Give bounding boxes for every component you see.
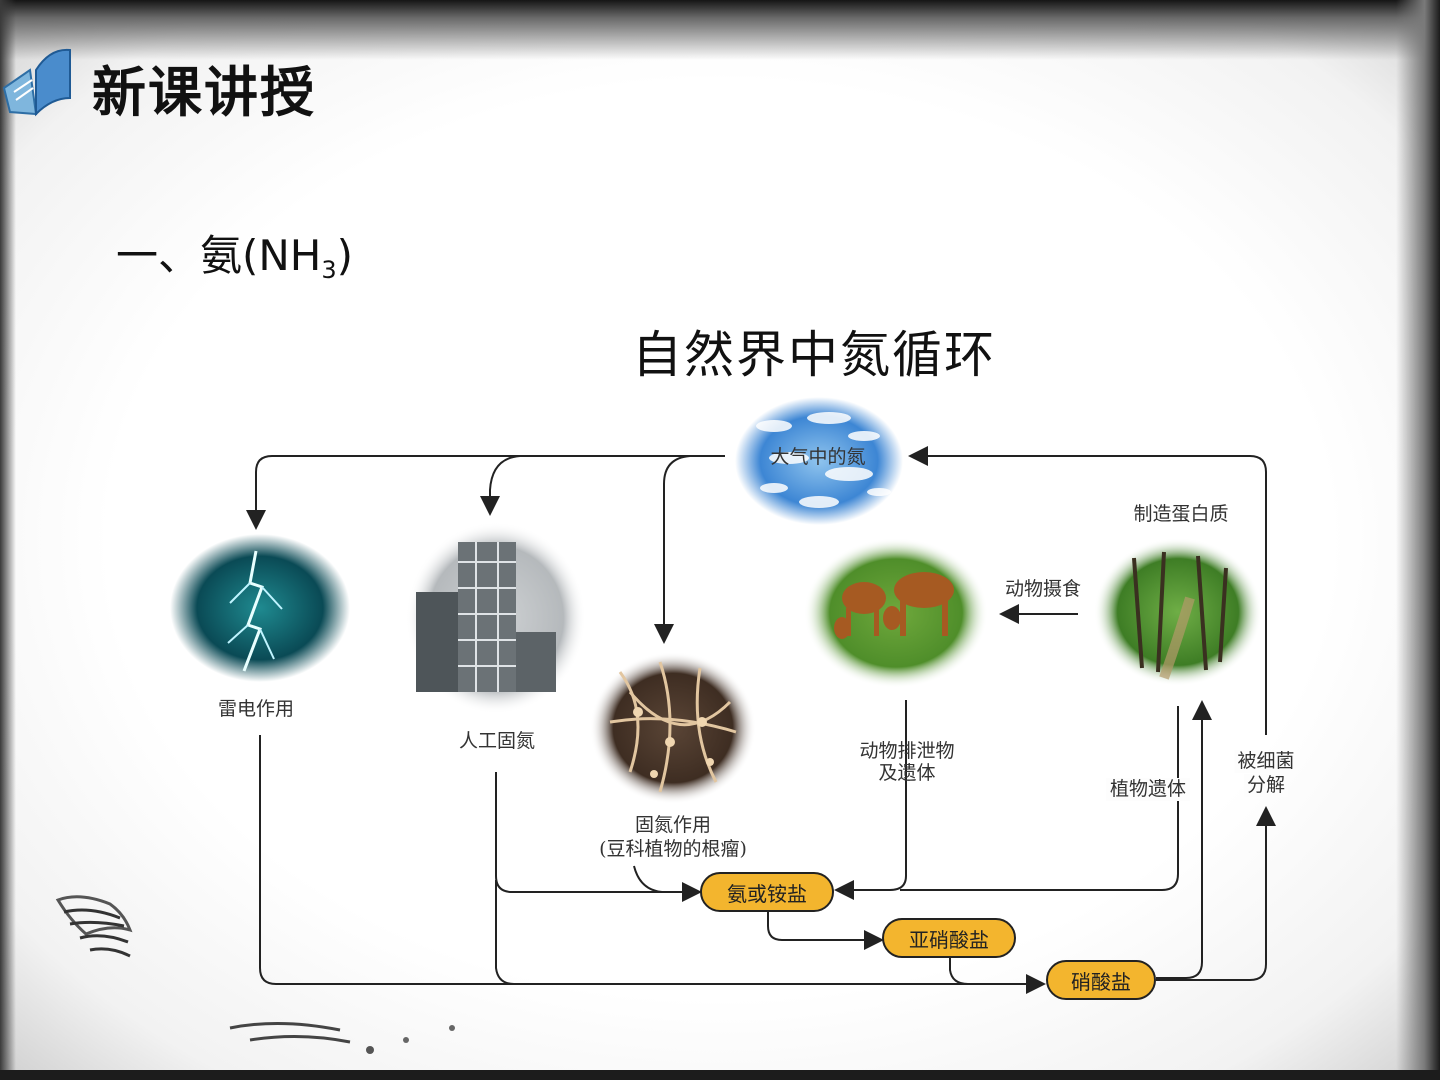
nitrite-pill: 亚硝酸盐 (882, 918, 1016, 958)
section-heading: 一、氨(NH3) (116, 231, 354, 284)
bacteria-label-line2: 分解 (1243, 774, 1289, 797)
atmosphere-label: 大气中的氮 (770, 446, 866, 468)
header-title: 新课讲授 (92, 61, 316, 124)
decorative-sketch (55, 895, 455, 1054)
lightning-label: 雷电作用 (217, 698, 295, 720)
nodules-label-line2: (豆科植物的根瘤) (599, 838, 747, 860)
slide-top-shadow (0, 0, 1440, 60)
make-protein-label: 制造蛋白质 (1133, 503, 1229, 525)
nodules-label-line1: 固氮作用 (634, 814, 712, 836)
industrial-label: 人工固氮 (458, 730, 536, 752)
animal-waste-label-line2: 及遗体 (878, 762, 936, 784)
lightning-photo (170, 534, 350, 682)
cows-photo (804, 538, 988, 688)
nitrate-pill: 硝酸盐 (1046, 960, 1156, 1000)
slide-right-shadow (1396, 0, 1440, 1080)
industrial-photo (406, 522, 586, 714)
book-icon (2, 48, 71, 117)
atmosphere-photo (735, 397, 903, 525)
ammonia-pill: 氨或铵盐 (700, 872, 834, 912)
animal-waste-label-line1: 动物排泄物 (859, 740, 955, 762)
plant-remains-label: 植物遗体 (1105, 778, 1191, 801)
root-nodules-photo (590, 652, 756, 804)
animal-feeding-label: 动物摄食 (1004, 578, 1082, 600)
slide-left-shadow (0, 0, 16, 1080)
forest-photo (1094, 538, 1262, 686)
slide-bottom-border (0, 1070, 1440, 1080)
bacteria-label-line1: 被细菌 (1234, 750, 1298, 773)
diagram-title: 自然界中氮循环 (632, 326, 996, 384)
